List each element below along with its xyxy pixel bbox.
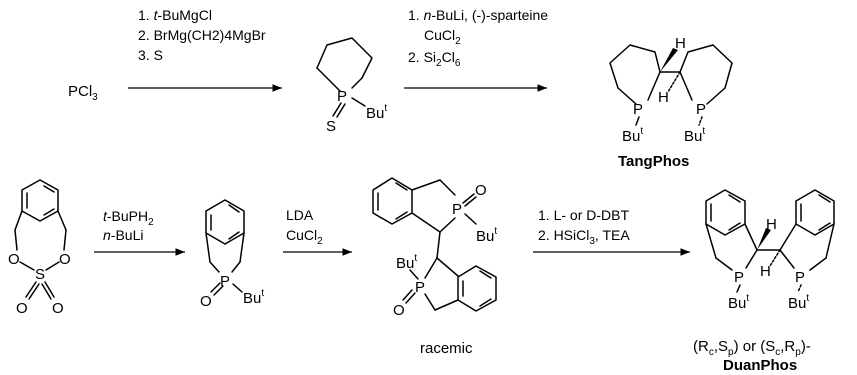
svg-text:S: S <box>35 266 45 283</box>
svg-text:O: O <box>52 300 64 317</box>
step1-condition-1: 1. t-BuMgCl <box>138 7 212 23</box>
starting-material-pcl3: PCl3 <box>68 83 98 103</box>
svg-text:S: S <box>326 118 336 135</box>
racemic-label: racemic <box>420 340 473 357</box>
cyclic-sulfate: O O S O O <box>8 179 71 317</box>
step5-condition-1: 1. L- or D-DBT <box>538 207 629 223</box>
step1-condition-3: 3. S <box>138 47 163 63</box>
svg-text:O: O <box>393 302 405 319</box>
step1-condition-2: 2. BrMg(CH2)4MgBr <box>138 27 266 43</box>
svg-text:O: O <box>8 251 20 268</box>
svg-text:But: But <box>396 253 417 272</box>
svg-text:H: H <box>658 89 669 106</box>
svg-text:P: P <box>452 201 462 218</box>
duanphos-stereo-label: (Rc,Sp) or (Sc,Rp)- <box>693 338 811 358</box>
svg-text:But: But <box>728 293 749 312</box>
svg-text:H: H <box>675 35 686 52</box>
racemic-bisphosphine-oxide: P O But P O But <box>372 177 497 319</box>
step2-condition-1: 1. n-BuLi, (-)-sparteine <box>408 7 548 23</box>
svg-text:O: O <box>59 251 71 268</box>
svg-text:H: H <box>766 216 777 233</box>
svg-text:O: O <box>475 182 487 199</box>
duanphos-label: DuanPhos <box>723 357 797 374</box>
svg-text:O: O <box>200 293 212 310</box>
step3-condition-1: t-BuPH2 <box>103 208 154 228</box>
tangphos-structure: P P H H But But <box>609 35 733 145</box>
svg-text:But: But <box>366 103 387 122</box>
step2-condition-2: CuCl2 <box>424 27 461 47</box>
step4-condition-1: LDA <box>286 207 314 223</box>
duanphos-structure: P P H H But But <box>705 189 835 312</box>
svg-text:But: But <box>622 126 643 145</box>
svg-text:P: P <box>633 101 643 118</box>
svg-text:But: But <box>243 288 264 307</box>
step5-condition-2: 2. HSiCl3, TEA <box>538 227 630 247</box>
svg-text:P: P <box>220 273 230 290</box>
svg-text:P: P <box>734 269 744 286</box>
svg-text:O: O <box>16 300 28 317</box>
svg-text:But: But <box>476 226 497 245</box>
step3-condition-2: n-BuLi <box>103 227 143 243</box>
svg-text:But: But <box>684 126 705 145</box>
svg-text:P: P <box>415 279 425 296</box>
step4-condition-2: CuCl2 <box>286 227 323 247</box>
svg-text:H: H <box>760 263 771 280</box>
tangphos-label: TangPhos <box>618 153 689 170</box>
step2-condition-3: 2. Si2Cl6 <box>408 49 461 69</box>
phospholane-sulfide: P S But <box>316 37 387 135</box>
svg-text:P: P <box>795 269 805 286</box>
svg-text:P: P <box>696 101 706 118</box>
svg-text:P: P <box>337 88 347 105</box>
svg-text:But: But <box>788 293 809 312</box>
phosphindoline-oxide: P O But <box>200 199 264 310</box>
